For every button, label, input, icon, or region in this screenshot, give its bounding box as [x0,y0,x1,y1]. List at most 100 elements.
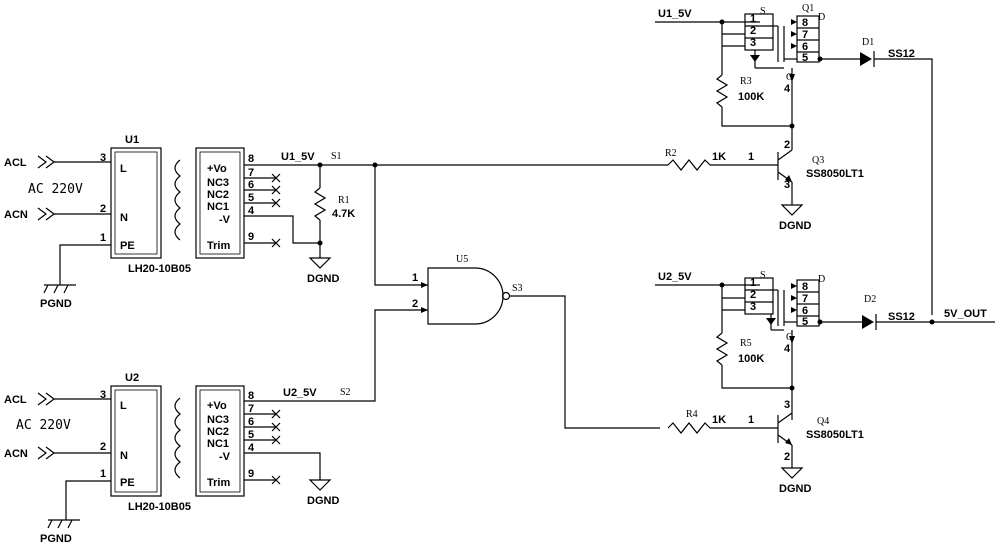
ground-icon [308,257,332,269]
acl-arrow-icon [37,155,47,169]
q4-label: Q4 [817,416,829,427]
resistor-icon [667,159,711,171]
pin-num: 2 [784,139,790,151]
pin-label: N [120,450,128,462]
pin-label: D [818,12,825,23]
pin-label: -V [219,451,231,463]
module-label: U2 [125,372,139,384]
transistor-q3 [777,149,793,205]
s3-label: S3 [512,283,523,294]
pin-label: PE [120,477,135,489]
q3-part: SS8050LT1 [806,168,864,180]
dgnd-label: DGND [307,273,339,285]
pin-label: S [760,270,766,281]
pin-num: 2 [784,451,790,463]
resistor-icon [667,422,711,434]
pin-num: 4 [784,343,791,355]
q4-part: SS8050LT1 [806,429,864,441]
pin-num: 1 [100,468,106,480]
pin-label: NC3 [207,177,229,189]
r3-label: R3 [740,76,752,87]
acn-label: ACN [4,209,28,221]
r2-value: 1K [712,151,726,163]
module-label: U1 [125,134,139,146]
transformer-icon [174,397,181,479]
pin-label: -V [219,214,231,226]
pin-num: 2 [750,289,756,301]
diode-icon [860,52,872,66]
node-label: S1 [331,151,342,162]
transformer-icon [174,159,181,241]
diode-icon [862,315,874,329]
pin-num: 9 [248,468,254,480]
output-label: 5V_OUT [944,308,987,320]
pin-num: 2 [412,298,418,310]
pin-num: 9 [248,231,254,243]
pin-num: 6 [802,305,808,317]
pin-num: 6 [248,416,254,428]
pin-num: 1 [748,414,754,426]
part-label: LH20-10B05 [128,501,191,513]
resistor-icon [715,332,729,366]
power-module-u2: ACL AC 220V ACN PGND 3 2 1 U2 L N PE +Vo… [4,309,428,545]
no-connect-icon [271,409,281,445]
r4-label: R4 [686,409,698,420]
pin-num: 4 [248,442,255,454]
pin-num: 5 [802,52,808,64]
acl-label: ACL [4,157,27,169]
pin-num: 2 [750,25,756,37]
ground-icon [780,204,804,216]
pin-label: +Vo [207,400,227,412]
nand-gate-u5: U5 1 2 S3 [372,162,660,429]
pin-num: 3 [100,389,106,401]
pin-label: L [120,163,127,175]
net-label: U2_5V [658,271,692,283]
transistor-q4 [777,412,793,468]
ac-label: AC 220V [16,418,71,433]
pin-num: 1 [748,151,754,163]
pin-num: 1 [750,277,756,289]
pin-label: NC2 [207,426,229,438]
pin-num: 1 [100,232,106,244]
pin-label: G [786,72,793,83]
pin-num: 2 [100,441,106,453]
pin-num: 4 [784,83,791,95]
pin-num: 2 [100,203,106,215]
bottom-switch-branch: U2_5V 1 2 3 S D 8 7 6 5 G 4 [655,270,995,495]
d2-part: SS12 [888,311,915,323]
mos-label: Q1 [802,3,814,14]
net-label: U1_5V [281,151,315,163]
pin-label: Trim [207,477,230,489]
resistor-icon [715,74,729,108]
pin-label: D [818,274,825,285]
d2-label: D2 [864,294,876,305]
r5-value: 100K [738,353,764,365]
pin-num: 1 [412,272,418,284]
pin-num: 1 [750,13,756,25]
gate-label: U5 [456,254,468,265]
pin-num: 5 [248,192,254,204]
pin-num: 5 [802,316,808,328]
pin-label: L [120,400,127,412]
ac-label: AC 220V [28,182,83,197]
pin-label: N [120,212,128,224]
acl-arrow-icon [37,392,47,406]
r4-value: 1K [712,414,726,426]
pin-num: 3 [784,399,790,411]
pin-num: 6 [248,179,254,191]
pin-num: 3 [100,152,106,164]
pin-num: 6 [802,41,808,53]
d1-part: SS12 [888,48,915,60]
dgnd-label: DGND [307,495,339,507]
pin-num: 7 [802,293,808,305]
pgnd-label: PGND [40,533,72,545]
power-module-u1: ACL AC 220V ACN PGND 3 2 1 U1 L N PE +Vo… [4,134,380,310]
node-label: S2 [340,387,351,398]
pin-label: S [760,6,766,17]
r1-value: 4.7K [332,208,355,220]
part-label: LH20-10B05 [128,263,191,275]
d1-label: D1 [862,37,874,48]
r3-value: 100K [738,91,764,103]
pgnd-label: PGND [40,298,72,310]
